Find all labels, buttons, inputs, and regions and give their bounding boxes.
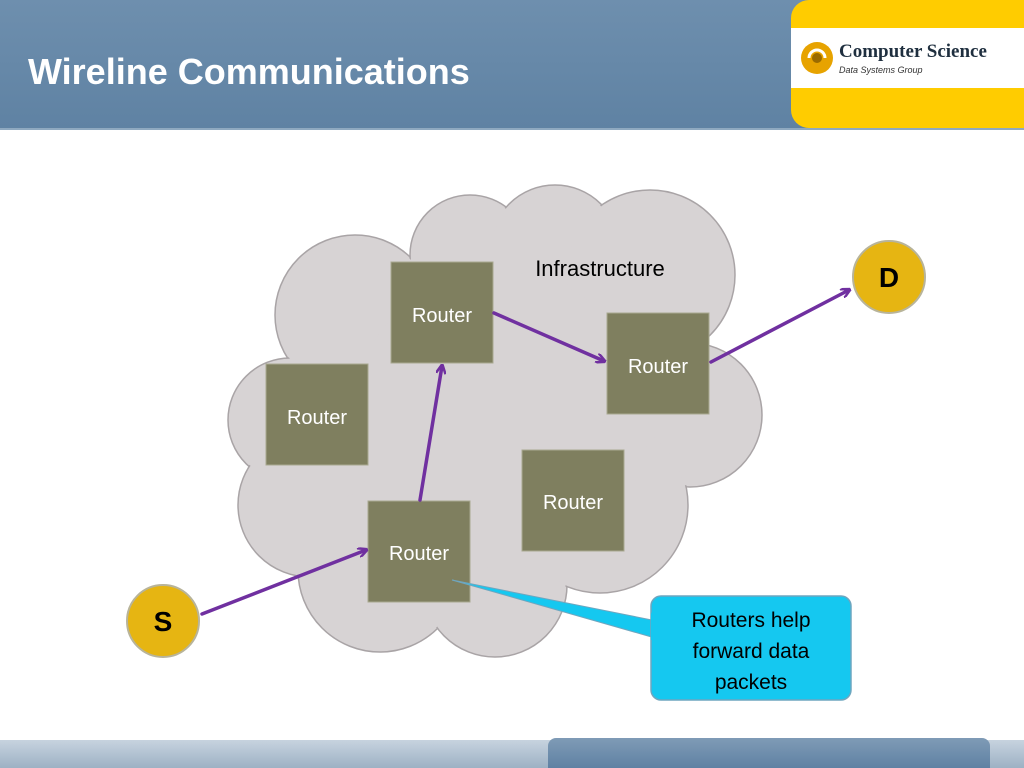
logo-subtitle: Data Systems Group [839,65,923,75]
router-left: Router [265,363,369,466]
router-bottom: Router [367,500,471,603]
router-top: Router [390,261,494,364]
router-right: Router [606,312,710,415]
logo-box: Computer Science Data Systems Group [791,28,1024,88]
router-callout: Routers help forward data packets [451,579,852,701]
source-label: S [154,606,173,637]
router-label: Router [412,305,472,327]
arrow-router-top-to-router-right [492,311,604,361]
callout-line-1: Routers help [691,609,810,632]
router-label: Router [628,356,688,378]
arrow-router-to-destination [709,290,849,364]
cloud-label: Infrastructure [535,256,665,281]
router-label: Router [287,407,347,429]
logo-mark-icon [801,42,833,74]
footer-tab [548,738,990,768]
destination-label: D [879,262,899,293]
arrow-router-to-router-top [418,366,442,502]
destination-node: D [852,240,926,314]
logo-panel: Computer Science Data Systems Group [791,0,1024,128]
router-label: Router [389,543,449,565]
callout-line-2: forward data [693,640,810,663]
logo-name: Computer Science [839,41,987,62]
source-node: S [126,584,200,658]
router-bottom-right: Router [521,449,625,552]
arrow-source-to-router [200,550,366,616]
slide-title: Wireline Communications [28,51,470,92]
callout-line-3: packets [715,671,787,694]
router-label: Router [543,492,603,514]
